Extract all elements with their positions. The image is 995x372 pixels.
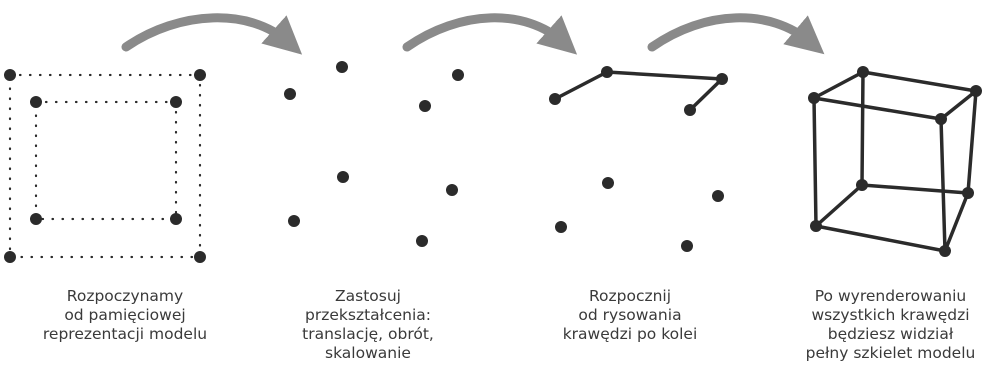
vertex <box>716 73 728 85</box>
vertex <box>30 213 42 225</box>
vertex <box>419 100 431 112</box>
vertex <box>684 104 696 116</box>
step-1-vertices <box>4 69 206 263</box>
vertex <box>336 61 348 73</box>
vertex <box>549 93 561 105</box>
step-4-vertices <box>808 66 982 257</box>
vertex <box>284 88 296 100</box>
vertex <box>194 69 206 81</box>
vertex <box>601 66 613 78</box>
edge <box>688 77 724 112</box>
vertex <box>810 220 822 232</box>
cube-back-face <box>860 70 978 195</box>
vertex <box>681 240 693 252</box>
vertex <box>856 179 868 191</box>
vertex <box>4 69 16 81</box>
vertex <box>416 235 428 247</box>
step-3-edges <box>553 70 724 112</box>
vertex <box>555 221 567 233</box>
vertex <box>962 187 974 199</box>
step-4-caption: Po wyrenderowaniu wszystkich krawędzi bę… <box>805 287 976 362</box>
cube-connecting-edges <box>812 70 978 253</box>
cube-front-face <box>812 96 947 253</box>
vertex <box>30 96 42 108</box>
step-3-caption: Rozpocznij od rysowania krawędzi po kole… <box>562 287 698 343</box>
arrow-step-2-to-3 <box>402 13 578 55</box>
vertex <box>857 66 869 78</box>
vertex <box>970 85 982 97</box>
step-4-wireframe-cube <box>812 70 978 253</box>
vertex <box>170 213 182 225</box>
vertex <box>194 251 206 263</box>
step-2-transformed-vertices <box>284 61 464 247</box>
vertex <box>288 215 300 227</box>
dotted-edges-back <box>34 100 178 221</box>
vertex <box>602 177 614 189</box>
vertex <box>935 113 947 125</box>
vertex <box>939 245 951 257</box>
vertex <box>808 92 820 104</box>
vertex <box>712 190 724 202</box>
vertex <box>170 96 182 108</box>
step-1-caption: Rozpoczynamy od pamięciowej reprezentacj… <box>42 287 208 343</box>
arrows <box>121 13 825 55</box>
arrow-step-3-to-4 <box>647 13 825 55</box>
step-3-vertices <box>549 66 728 252</box>
step-2-caption: Zastosuj przekształcenia: translację, ob… <box>302 287 434 362</box>
vertex <box>337 171 349 183</box>
vertex <box>452 69 464 81</box>
arrow-step-1-to-2 <box>121 13 303 55</box>
edge <box>553 70 724 101</box>
vertex <box>446 184 458 196</box>
vertex <box>4 251 16 263</box>
